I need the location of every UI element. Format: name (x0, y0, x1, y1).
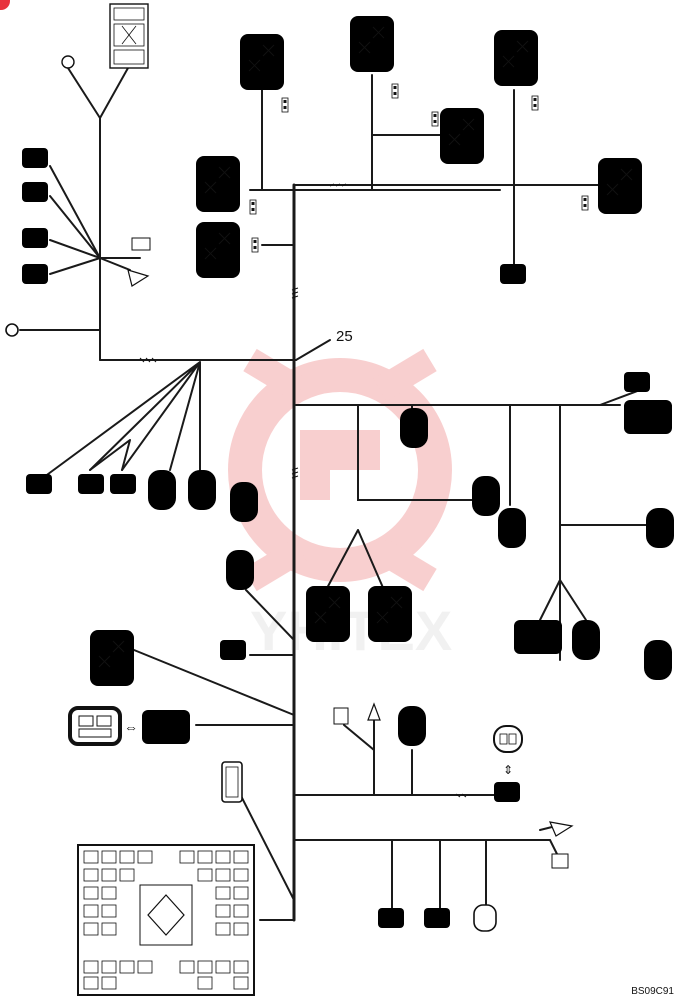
fuse-box (77, 844, 255, 996)
connector-mid-right-1 (439, 107, 485, 165)
connector-top-2 (349, 15, 395, 73)
connector-lr-8 (473, 904, 497, 932)
connector-right-1 (597, 157, 643, 215)
connector-lf-5 (188, 470, 216, 510)
top-branches (261, 74, 605, 266)
connector-tl-2 (22, 182, 48, 202)
connector-lr-4 (494, 782, 520, 802)
connector-lr-5 (551, 853, 569, 869)
connector-top-3 (493, 29, 539, 87)
connector-mr-small (624, 372, 650, 392)
connector-lf-6 (230, 482, 258, 522)
tags-top (249, 83, 589, 253)
ground-terminal-left (5, 323, 19, 337)
lower-right-harness (293, 719, 561, 909)
connector-mr-7 (367, 585, 413, 643)
lower-left-harness (133, 589, 295, 901)
connector-lf-1 (26, 474, 52, 494)
connector-mr-9 (572, 620, 600, 660)
connector-lf-4 (148, 470, 176, 510)
connector-ll-4 (68, 706, 122, 746)
connector-tl-1 (22, 148, 48, 168)
connector-ll-6 (221, 761, 243, 803)
connector-mr-1 (624, 400, 672, 434)
connector-tag-small (131, 237, 151, 251)
mating-arrow-1: ⇔ (124, 719, 138, 735)
connector-lr-2 (398, 706, 426, 746)
watermark: YHITEX (228, 348, 452, 662)
triangle-terminal-tl (127, 269, 150, 287)
main-trunk (99, 183, 501, 922)
connector-mr-6 (305, 585, 351, 643)
connector-tl-4 (22, 264, 48, 284)
connector-tl-3 (22, 228, 48, 248)
connector-lr-6 (378, 908, 404, 928)
connector-ll-5 (142, 710, 190, 744)
connector-ll-2 (220, 640, 246, 660)
connector-mr-2 (400, 408, 428, 448)
connector-mr-4 (498, 508, 526, 548)
connector-branch-small-1 (500, 264, 526, 284)
connector-mr-3 (472, 476, 500, 516)
mating-arrow-2: ⇕ (503, 763, 513, 777)
harness-number-label: 25 (336, 328, 353, 345)
ground-terminal-top (61, 55, 75, 69)
connector-lr-1 (333, 707, 349, 725)
figure-code: BS09C91 (631, 986, 674, 997)
watermark-text: YHITEX (250, 599, 452, 662)
connector-lr-3 (493, 725, 523, 753)
connector-left-2 (195, 221, 241, 279)
wire-tape-marks (139, 183, 467, 798)
left-fanout (39, 361, 201, 481)
connector-mr-8 (514, 620, 562, 654)
connector-ll-3 (89, 629, 135, 687)
connector-grid-top (109, 3, 149, 69)
connector-lr-7 (424, 908, 450, 928)
connector-top-1 (239, 33, 285, 91)
corner-mark (0, 0, 10, 10)
connector-mr-5 (646, 508, 674, 548)
triangle-terminal-mid (367, 702, 381, 721)
top-left-harness (19, 67, 141, 361)
connector-mr-10 (644, 640, 672, 680)
connector-left-1 (195, 155, 241, 213)
connector-ll-1 (226, 550, 254, 590)
triangle-terminal-right (549, 821, 574, 837)
connector-lf-2 (78, 474, 104, 494)
connector-lf-3 (110, 474, 136, 494)
